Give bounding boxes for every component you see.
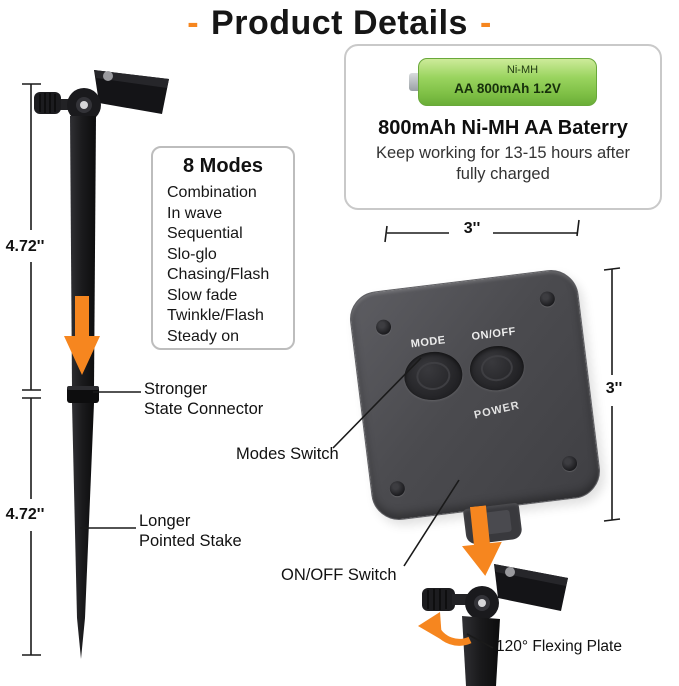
modes-info-box: 8 Modes Combination In wave Sequential S… [151,146,295,350]
upper-stake-length-label: 4.72'' [5,238,45,255]
screw-icon [538,290,556,308]
stake-state-connector [67,386,99,403]
battery-info-box: Ni-MH AA 800mAh 1.2V 800mAh Ni-MH AA Bat… [344,44,662,210]
onoff-button-ring [479,353,515,384]
lower-stake-length-label: 4.72'' [5,506,45,523]
rotate-arrow-icon [418,612,472,646]
battery-spec-text: AA 800mAh 1.2V [454,81,561,96]
screw-icon [388,480,406,498]
clamp-bracket [422,564,568,620]
onoff-button [467,343,527,394]
pointed-stake-label: Longer Pointed Stake [139,512,242,550]
battery-type-text: Ni-MH [506,64,539,76]
battery-terminal [409,73,418,91]
down-arrow-icon [462,505,502,576]
mode-item: Twinkle/Flash [167,307,264,324]
mode-item: Steady on [167,327,240,345]
title-text: Product Details [211,4,468,42]
mode-item: Combination [167,184,257,201]
down-arrow-icon [64,296,100,375]
title-dash-left: - [187,4,200,42]
stake-clamp-bracket [34,70,169,122]
screw-icon [375,318,392,336]
mode-item: Sequential [167,225,243,242]
battery-icon: Ni-MH AA 800mAh 1.2V [409,58,597,106]
modes-switch-label: Modes Switch [236,445,339,463]
mode-button-label: MODE [410,334,447,351]
stake-illustration [34,70,169,659]
mode-item: Slow fade [167,286,238,304]
panel-width-label: 3'' [463,220,481,237]
mode-button [401,348,466,404]
modes-title: 8 Modes [182,155,264,177]
page-title: -Product Details- [0,4,679,43]
modes-list: Combination In wave Sequential Slo-glo C… [161,183,285,347]
solar-panel-back: MODE ON/OFF POWER [346,266,604,546]
screw-icon [561,455,578,472]
bottom-pole [462,616,500,686]
flexing-plate-label: 120° Flexing Plate [496,638,622,655]
state-connector-label: Stronger State Connector [144,380,264,418]
panel-height-label: 3'' [605,380,623,397]
onoff-switch-label: ON/OFF Switch [281,566,397,584]
mode-item: In wave [167,204,223,222]
mode-item: Slo-glo [167,245,217,263]
battery-heading: 800mAh Ni-MH AA Baterry [378,117,628,139]
mode-button-ring [414,359,453,393]
onoff-button-label: ON/OFF [470,325,517,343]
title-dash-right: - [479,4,492,42]
battery-description: Keep working for 13-15 hours after fully… [375,144,631,183]
battery-body: Ni-MH AA 800mAh 1.2V [418,58,597,106]
power-label: POWER [473,399,522,422]
mode-item: Chasing/Flash [167,266,270,283]
stake-spike [72,403,94,659]
